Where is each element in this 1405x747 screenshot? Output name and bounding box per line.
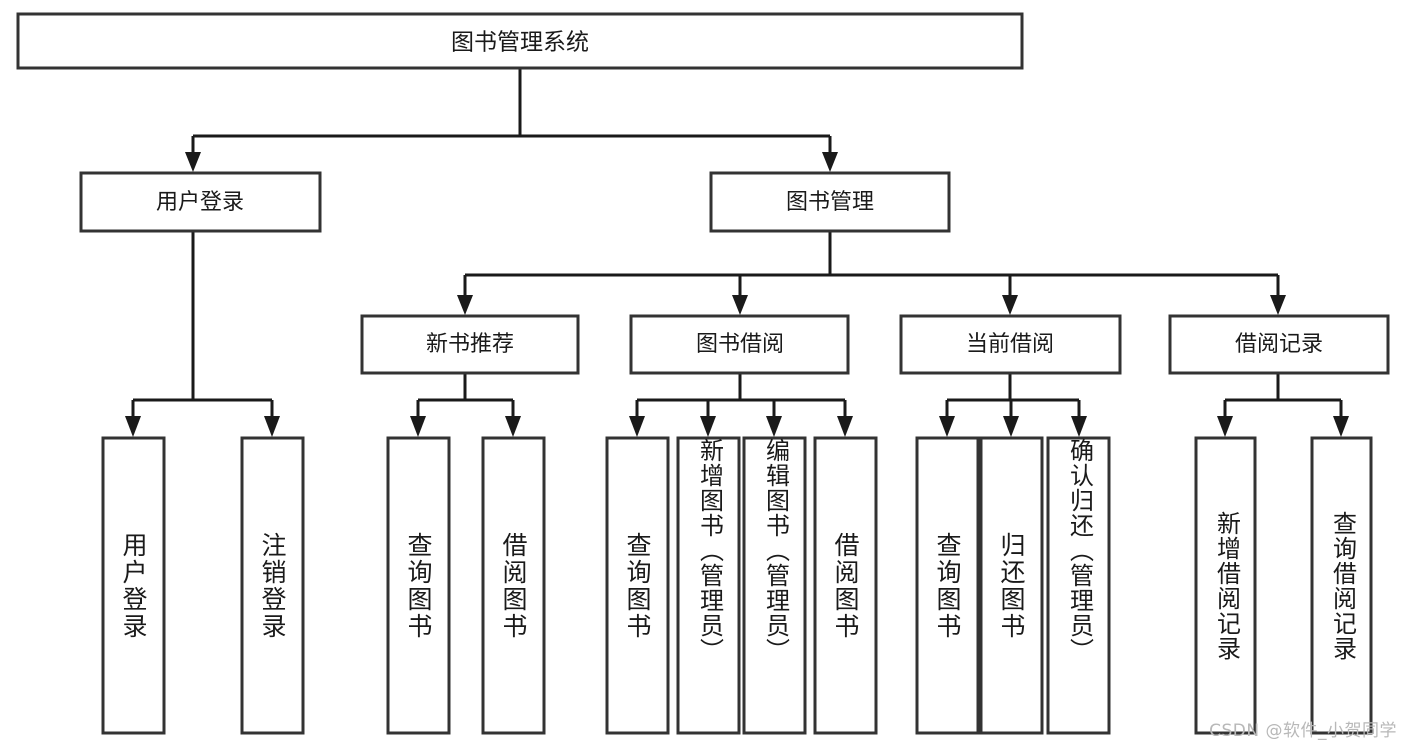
arrow-head-leaf-borrow-book-2 <box>837 416 853 437</box>
leaf-box-query-book-2[interactable] <box>605 436 670 735</box>
arrow-head-borrowrecord <box>1270 295 1286 315</box>
arrow-head-leaf-borrow-book-1 <box>505 416 521 437</box>
node-new-book-recommend[interactable]: 新书推荐 <box>360 314 580 375</box>
node-borrow-record-label: 借阅记录 <box>1235 332 1323 357</box>
node-root-label: 图书管理系统 <box>451 30 589 56</box>
node-current-borrow-label: 当前借阅 <box>966 332 1054 357</box>
node-book-borrow-box <box>629 314 850 375</box>
arrow-head-leaf-query-book-2 <box>629 416 645 437</box>
connector-layer <box>125 68 1349 437</box>
node-new-book-recommend-label: 新书推荐 <box>426 332 514 357</box>
arrow-head-leaf-return-book <box>1003 416 1019 437</box>
arrow-head-userlogin <box>185 152 201 172</box>
arrow-head-leaf-query-book-3 <box>939 416 955 437</box>
arrow-head-leaf-edit-book <box>766 416 782 437</box>
leaf-box-query-book-3[interactable] <box>915 436 980 735</box>
arrow-head-newbook <box>457 295 473 315</box>
node-book-borrow[interactable]: 图书借阅 <box>629 314 850 375</box>
node-book-management[interactable]: 图书管理 <box>709 171 951 233</box>
node-borrow-record[interactable]: 借阅记录 <box>1168 314 1390 375</box>
leaf-box-query-book-1[interactable] <box>386 436 451 735</box>
arrow-head-leaf-logout <box>264 416 280 437</box>
arrow-head-leaf-query-record <box>1333 416 1349 437</box>
leaf-box-user-login[interactable] <box>101 436 166 735</box>
leaf-box-confirm-return[interactable] <box>1046 436 1111 735</box>
leaf-box-add-book[interactable] <box>676 436 741 735</box>
node-user-login-label: 用户登录 <box>156 190 244 215</box>
arrow-head-leaf-add-book <box>700 416 716 437</box>
leaf-box-edit-book[interactable] <box>742 436 807 735</box>
leaf-box-query-record[interactable] <box>1310 436 1373 735</box>
node-user-login[interactable]: 用户登录 <box>79 171 322 233</box>
arrow-head-bookmgmt <box>822 152 838 172</box>
leaf-box-logout[interactable] <box>240 436 305 735</box>
node-user-login-box <box>79 171 322 233</box>
node-book-management-label: 图书管理 <box>786 190 874 215</box>
node-root[interactable]: 图书管理系统 <box>16 12 1024 70</box>
leaf-box-borrow-book-2[interactable] <box>813 436 878 735</box>
node-root-box <box>16 12 1024 70</box>
leaf-box-return-book[interactable] <box>979 436 1044 735</box>
node-current-borrow-box <box>899 314 1122 375</box>
node-borrow-record-box <box>1168 314 1390 375</box>
arrow-head-bookborrow <box>732 295 748 315</box>
arrow-head-currentborrow <box>1002 295 1018 315</box>
arrow-head-leaf-query-book-1 <box>410 416 426 437</box>
node-new-book-recommend-box <box>360 314 580 375</box>
arrow-head-leaf-add-record <box>1217 416 1233 437</box>
leaf-box-add-record[interactable] <box>1194 436 1257 735</box>
arrow-head-leaf-user-login <box>125 416 141 437</box>
node-book-management-box <box>709 171 951 233</box>
leaf-box-borrow-book-1[interactable] <box>481 436 546 735</box>
watermark-text: CSDN @软件_小贺同学 <box>1209 721 1397 741</box>
node-book-borrow-label: 图书借阅 <box>696 332 784 357</box>
node-current-borrow[interactable]: 当前借阅 <box>899 314 1122 375</box>
arrow-head-leaf-confirm-return <box>1071 416 1087 437</box>
